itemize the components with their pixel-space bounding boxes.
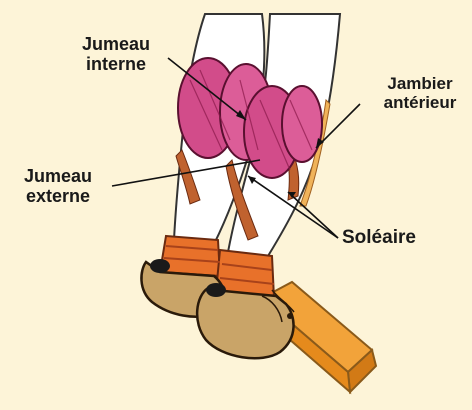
label-jumeau-externe-line2: externe xyxy=(8,186,108,206)
label-jambier-anterieur-line2: antérieur xyxy=(368,93,472,112)
label-jumeau-interne-line2: interne xyxy=(68,54,164,74)
label-jambier-anterieur-line1: Jambier xyxy=(368,74,472,93)
label-jumeau-externe-line1: Jumeau xyxy=(8,166,108,186)
soleaire-line-right xyxy=(288,192,338,238)
label-jambier-anterieur: Jambier antérieur xyxy=(368,74,472,112)
label-jumeau-interne: Jumeau interne xyxy=(68,34,164,74)
label-jumeau-interne-line1: Jumeau xyxy=(68,34,164,54)
label-jumeau-externe: Jumeau externe xyxy=(8,166,108,206)
label-soleaire: Soléaire xyxy=(342,228,416,248)
label-soleaire-text: Soléaire xyxy=(342,228,416,248)
